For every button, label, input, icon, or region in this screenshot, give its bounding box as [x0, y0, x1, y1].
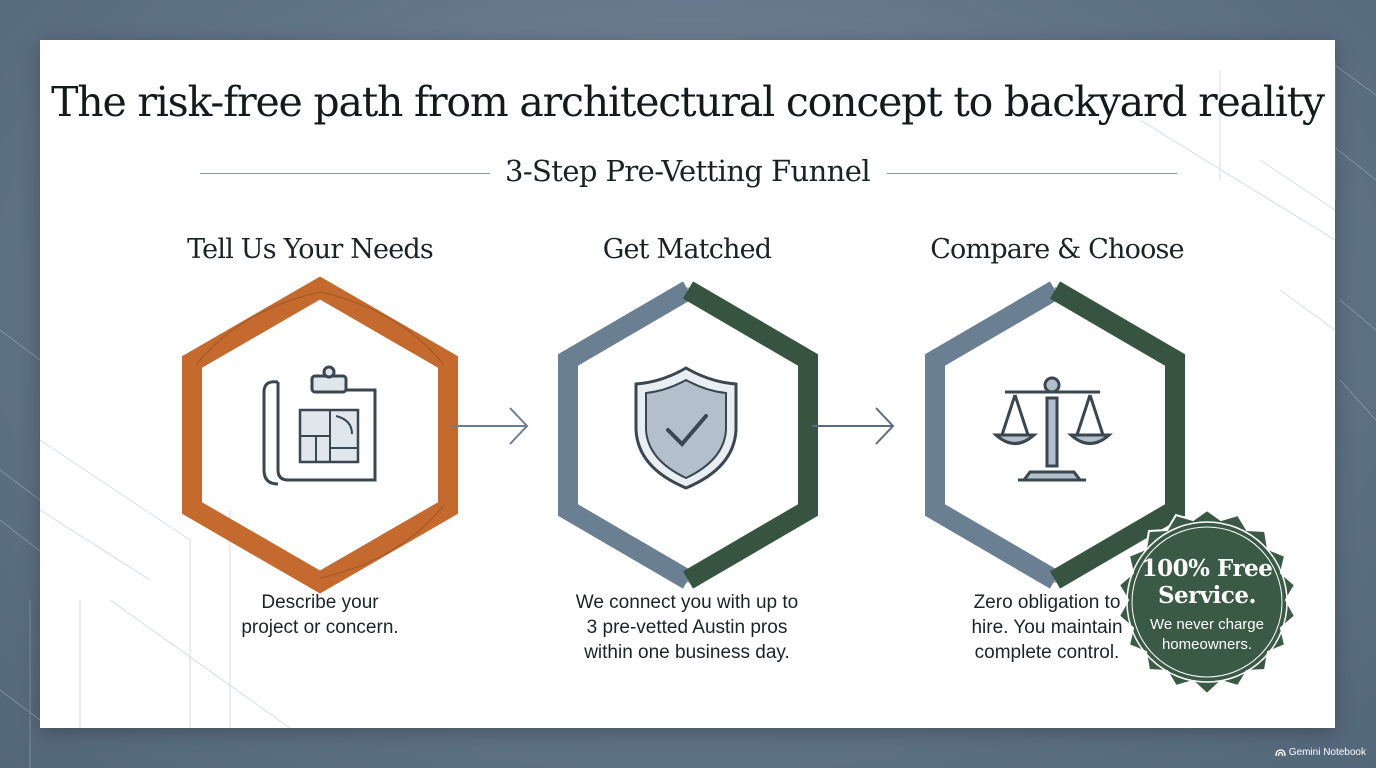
step-3-desc-line: hire. You maintain	[971, 617, 1123, 638]
shield-check-icon	[634, 366, 738, 490]
arrow-1	[450, 407, 529, 445]
step-2-desc-line: We connect you with up to	[575, 592, 799, 613]
seal-main-line: Service.	[1157, 582, 1257, 609]
step-1-description: Describe your project or concern.	[170, 590, 470, 640]
step-3-hexagon	[925, 281, 1185, 589]
funnel-diagram	[182, 276, 1185, 594]
seal-main-text: 100% Free Service.	[1100, 555, 1314, 609]
step-2-description: We connect you with up to 3 pre-vetted A…	[537, 590, 837, 665]
seal-sub-text: We never charge homeowners.	[1100, 615, 1314, 655]
seal-sub-line: homeowners.	[1161, 636, 1253, 653]
step-2-desc-line: within one business day.	[584, 642, 790, 663]
step-3-title: Compare & Choose	[930, 234, 1184, 265]
step-1-title: Tell Us Your Needs	[187, 234, 434, 265]
content-card: The risk-free path from architectural co…	[40, 40, 1335, 728]
step-3-description: Zero obligation to hire. You maintain co…	[897, 590, 1197, 665]
seal-main-line: 100% Free	[1141, 555, 1273, 582]
step-3-desc-line: complete control.	[974, 642, 1120, 663]
step-1-desc-line: Describe your	[261, 592, 379, 613]
step-2-desc-line: 3 pre-vetted Austin pros	[586, 617, 788, 638]
arrow-2	[812, 407, 895, 445]
subtitle-rule-right	[887, 173, 1177, 174]
seal-sub-line: We never charge	[1150, 616, 1264, 633]
balance-scale-icon	[992, 376, 1113, 482]
step-1-hexagon	[182, 276, 458, 594]
step-1-desc-line: project or concern.	[241, 617, 399, 638]
free-service-seal	[1117, 508, 1297, 696]
card-blueprint-lines	[40, 70, 1335, 728]
watermark: Gemini Notebook	[1275, 747, 1366, 758]
step-3-desc-line: Zero obligation to	[973, 592, 1121, 613]
page-title: The risk-free path from architectural co…	[51, 78, 1325, 126]
blueprint-clipboard-icon	[262, 365, 377, 486]
subtitle: 3-Step Pre-Vetting Funnel	[504, 154, 871, 188]
step-2-title: Get Matched	[602, 234, 772, 265]
subtitle-rule-left	[200, 173, 490, 174]
step-2-hexagon	[558, 281, 818, 589]
notebook-logo-icon	[1275, 748, 1286, 756]
watermark-text: Gemini Notebook	[1288, 747, 1366, 758]
